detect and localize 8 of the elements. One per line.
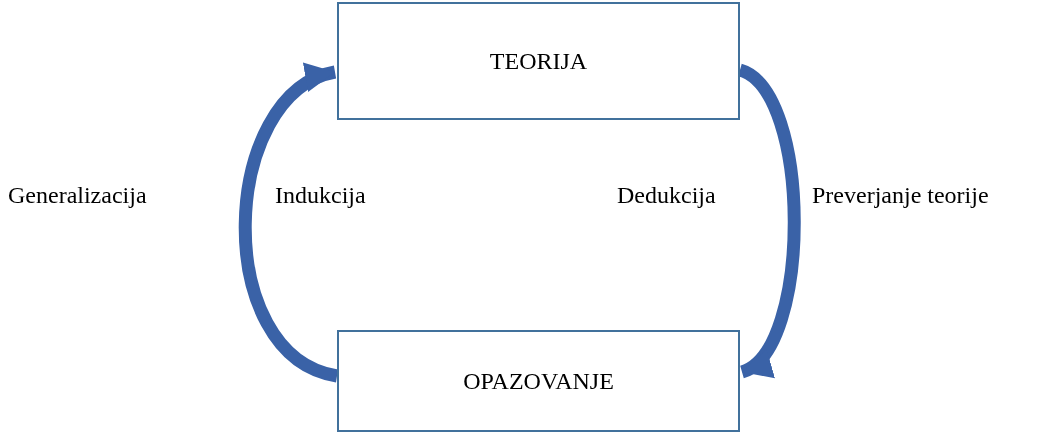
arrow-caption: Generalizacija <box>8 182 147 209</box>
arrow-caption: Preverjanje teorije <box>812 182 989 209</box>
process-box <box>337 2 740 120</box>
box-label: TEORIJA <box>489 47 588 75</box>
arrow-caption: Indukcija <box>275 182 366 209</box>
arrow-caption: Dedukcija <box>617 182 716 209</box>
process-box <box>337 330 740 432</box>
box-label: OPAZOVANJE <box>463 367 614 395</box>
